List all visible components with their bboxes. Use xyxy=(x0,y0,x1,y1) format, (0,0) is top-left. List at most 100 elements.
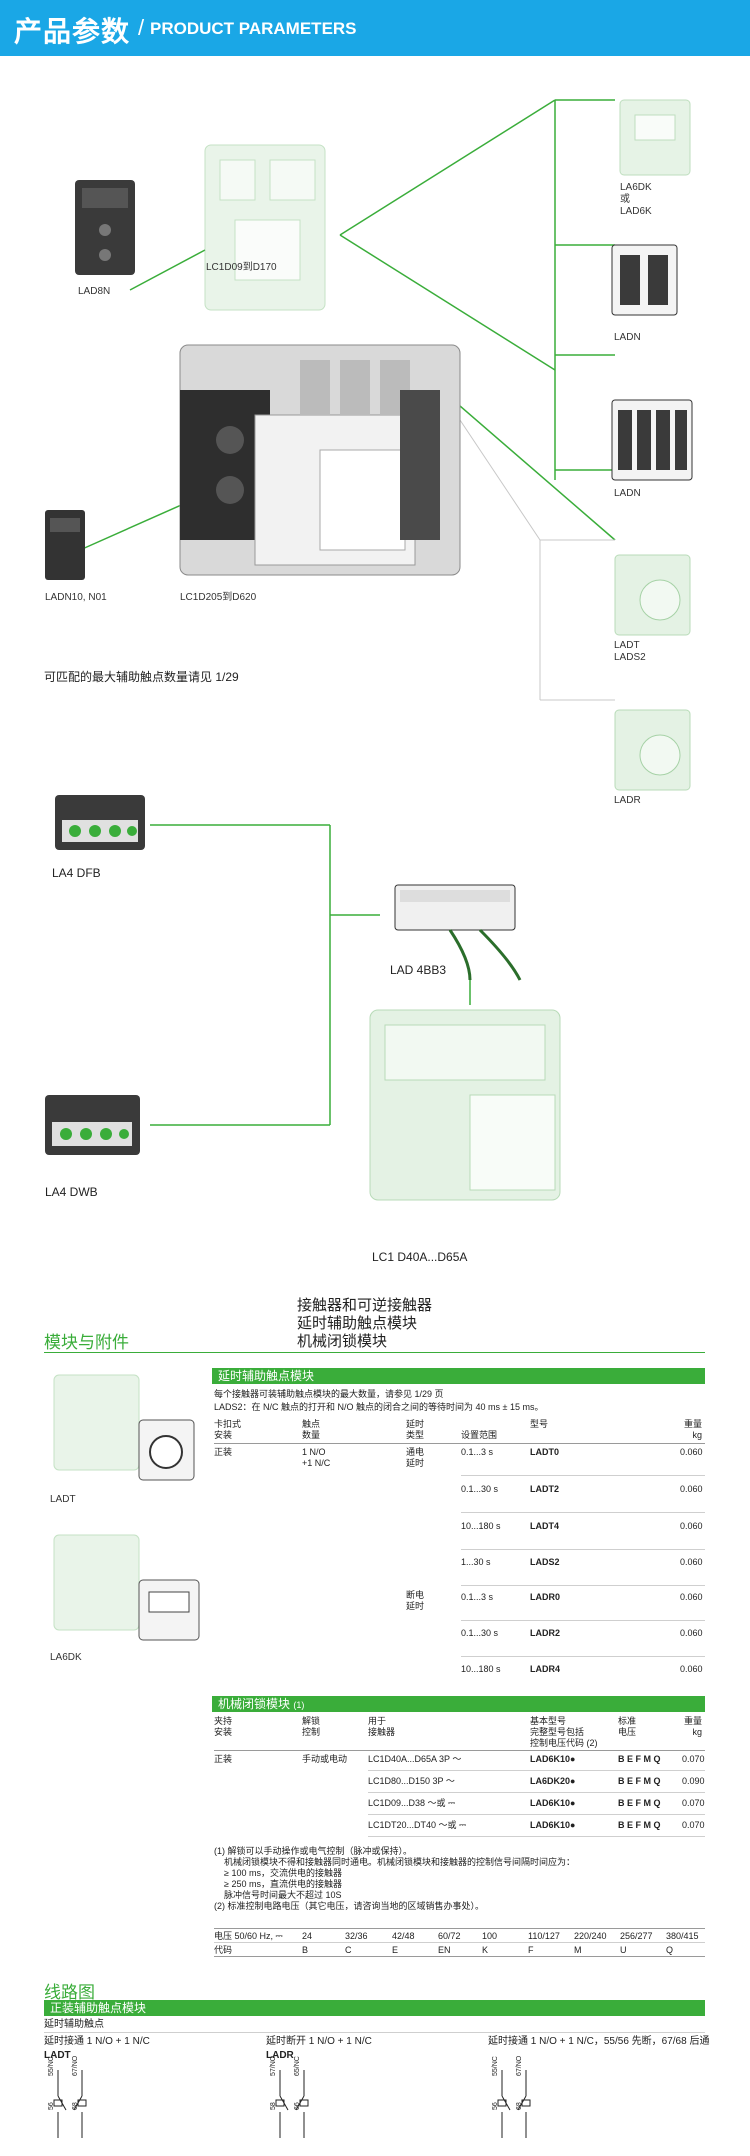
voltage-head-cell: 110/127 xyxy=(528,1931,560,1941)
ladn-module-a xyxy=(611,244,678,316)
label-ladt: LADT LADS2 xyxy=(614,640,646,663)
wiring-title: 线路图 xyxy=(44,1983,95,2002)
wiring-pin-label: 56 xyxy=(492,2102,499,2110)
timed-type-on: 通电延时 xyxy=(406,1447,425,1468)
header-title-cn: 产品参数 xyxy=(14,16,131,47)
ladt-module xyxy=(614,554,691,636)
voltage-code-cell: C xyxy=(345,1945,352,1955)
label-la4dwb: LA4 DWB xyxy=(45,1185,98,1199)
timed-desc-2: LADS2：在 N/C 触点的打开和 N/O 触点的闭合之间的等待时间为 40 … xyxy=(214,1402,544,1412)
label-lc1d40a: LC1 D40A...D65A xyxy=(372,1250,468,1264)
voltage-code-cell: B xyxy=(302,1945,309,1955)
relay-diagram xyxy=(45,795,561,1201)
timed-desc-1: 每个接触器可装辅助触点模块的最大数量，请参见 1/29 页 xyxy=(214,1389,444,1399)
voltage-code-cell: Q xyxy=(666,1945,674,1955)
timed-row-ref: LADT2 xyxy=(530,1484,559,1494)
timed-head-c1: 卡扣式安装 xyxy=(214,1419,242,1440)
ladn10-module xyxy=(45,510,85,580)
interlock-row-divider xyxy=(368,1792,705,1793)
modules-divider xyxy=(44,1352,705,1353)
interlock-row-volt: B E F M Q xyxy=(618,1820,661,1830)
interlock-row-weight: 0.070 xyxy=(682,1798,705,1808)
wiring-pin-label: 57/NO xyxy=(270,2055,277,2076)
timed-head-c4: 设置范围 xyxy=(461,1430,498,1440)
voltage-code-cell: EN xyxy=(438,1945,451,1955)
la6dk-image xyxy=(53,1534,200,1641)
wiring-symbol-icon xyxy=(275,2070,309,2138)
interlock-row-divider xyxy=(368,1836,705,1837)
timed-head-c2: 触点数量 xyxy=(302,1419,321,1440)
timed-row-ref: LADS2 xyxy=(530,1557,560,1567)
interlock-row-for: LC1D09...D38 〜或 ⎓ xyxy=(368,1798,456,1808)
label-la4dfb: LA4 DFB xyxy=(52,866,101,880)
modules-heading: 接触器和可逆接触器 延时辅助触点模块 机械闭锁模块 xyxy=(297,1297,433,1350)
interlock-row-ref: LAD6K10● xyxy=(530,1798,576,1808)
label-ladr: LADR xyxy=(614,795,641,806)
interlock-row-weight: 0.090 xyxy=(682,1776,705,1786)
header-slash: / xyxy=(138,15,145,40)
interlock-row-for: LC1D40A...D65A 3P 〜 xyxy=(368,1754,462,1764)
timed-row-weight: 0.060 xyxy=(680,1521,703,1531)
timed-row-range: 10...180 s xyxy=(461,1664,501,1674)
timed-row-range: 0.1...3 s xyxy=(461,1592,494,1602)
timed-row-ref: LADR0 xyxy=(530,1592,561,1602)
interlock-row-ref: LAD6K10● xyxy=(530,1754,576,1764)
voltage-code-cell: K xyxy=(482,1945,489,1955)
lc1d40a-contactor xyxy=(369,1009,561,1201)
lad4bb3-module xyxy=(394,884,522,981)
voltage-head-cell: 60/72 xyxy=(438,1931,461,1941)
timed-row-range: 0.1...3 s xyxy=(461,1447,494,1457)
interlock-row-for: LC1DT20...DT40 〜或 ⎓ xyxy=(368,1820,467,1830)
label-lad8n: LAD8N xyxy=(78,286,111,297)
label-img-la6dk: LA6DK xyxy=(50,1652,82,1663)
timed-row-range: 10...180 s xyxy=(461,1521,501,1531)
timed-row-range: 0.1...30 s xyxy=(461,1484,499,1494)
interlock-control: 手动或电动 xyxy=(302,1754,348,1764)
voltage-code-cell: F xyxy=(528,1945,534,1955)
wiring-desc: 延时断开 1 N/O + 1 N/C xyxy=(266,2036,372,2047)
timed-row-weight: 0.060 xyxy=(680,1592,703,1602)
voltage-head-cell: 24 xyxy=(302,1931,313,1941)
voltage-head-cell: 电压 50/60 Hz, ⎓ xyxy=(214,1931,283,1941)
wiring-pin-label: 55/NC xyxy=(492,2056,499,2076)
lc1d09-contactor xyxy=(204,144,326,311)
ladn-module-b xyxy=(611,399,693,481)
timed-row-divider xyxy=(461,1475,705,1476)
interlock-row-volt: B E F M Q xyxy=(618,1798,661,1808)
interlock-head-c4: 基本型号完整型号包括控制电压代码 (2) xyxy=(530,1716,598,1748)
timed-mount: 正装 xyxy=(214,1447,233,1457)
label-lad4bb3: LAD 4BB3 xyxy=(390,963,447,977)
interlock-row-volt: B E F M Q xyxy=(618,1776,661,1786)
label-ladn-a: LADN xyxy=(614,332,641,343)
wiring-pin-label: 67/NO xyxy=(72,2055,79,2076)
voltage-code-cell: U xyxy=(620,1945,627,1955)
wiring-symbol-icon xyxy=(53,2070,87,2138)
interlock-row-weight: 0.070 xyxy=(682,1820,705,1830)
timed-row-weight: 0.060 xyxy=(680,1628,703,1638)
interlock-head-c3: 用于接触器 xyxy=(368,1716,396,1737)
timed-row-range: 1...30 s xyxy=(461,1557,491,1567)
ladt-image xyxy=(53,1374,195,1481)
interlock-row-divider xyxy=(368,1770,705,1771)
voltage-code-cell: M xyxy=(574,1945,582,1955)
diagram-note: 可匹配的最大辅助触点数量请见 1/29 xyxy=(44,670,239,684)
label-ladn-b: LADN xyxy=(614,488,641,499)
voltage-head-cell: 42/48 xyxy=(392,1931,415,1941)
header-title-en: PRODUCT PARAMETERS xyxy=(150,19,357,38)
wiring-desc: 延时接通 1 N/O + 1 N/C xyxy=(44,2036,150,2047)
timed-row-ref: LADR2 xyxy=(530,1628,561,1638)
timed-row-ref: LADT4 xyxy=(530,1521,559,1531)
timed-row-weight: 0.060 xyxy=(680,1664,703,1674)
wiring-ref: LADR xyxy=(266,2050,294,2061)
timed-row-divider xyxy=(461,1656,705,1657)
timed-row-weight: 0.060 xyxy=(680,1557,703,1567)
wiring-bar: 正装辅助触点模块 xyxy=(44,2000,705,2016)
wiring-sub: 延时辅助触点 xyxy=(44,2019,104,2030)
interlock-head-c1: 夹持安装 xyxy=(214,1716,233,1737)
wiring-pin-label: 68 xyxy=(72,2102,79,2110)
timed-row-ref: LADT0 xyxy=(530,1447,559,1457)
wiring-pin-label: 58 xyxy=(270,2102,277,2110)
label-ladn10: LADN10, N01 xyxy=(45,592,107,603)
